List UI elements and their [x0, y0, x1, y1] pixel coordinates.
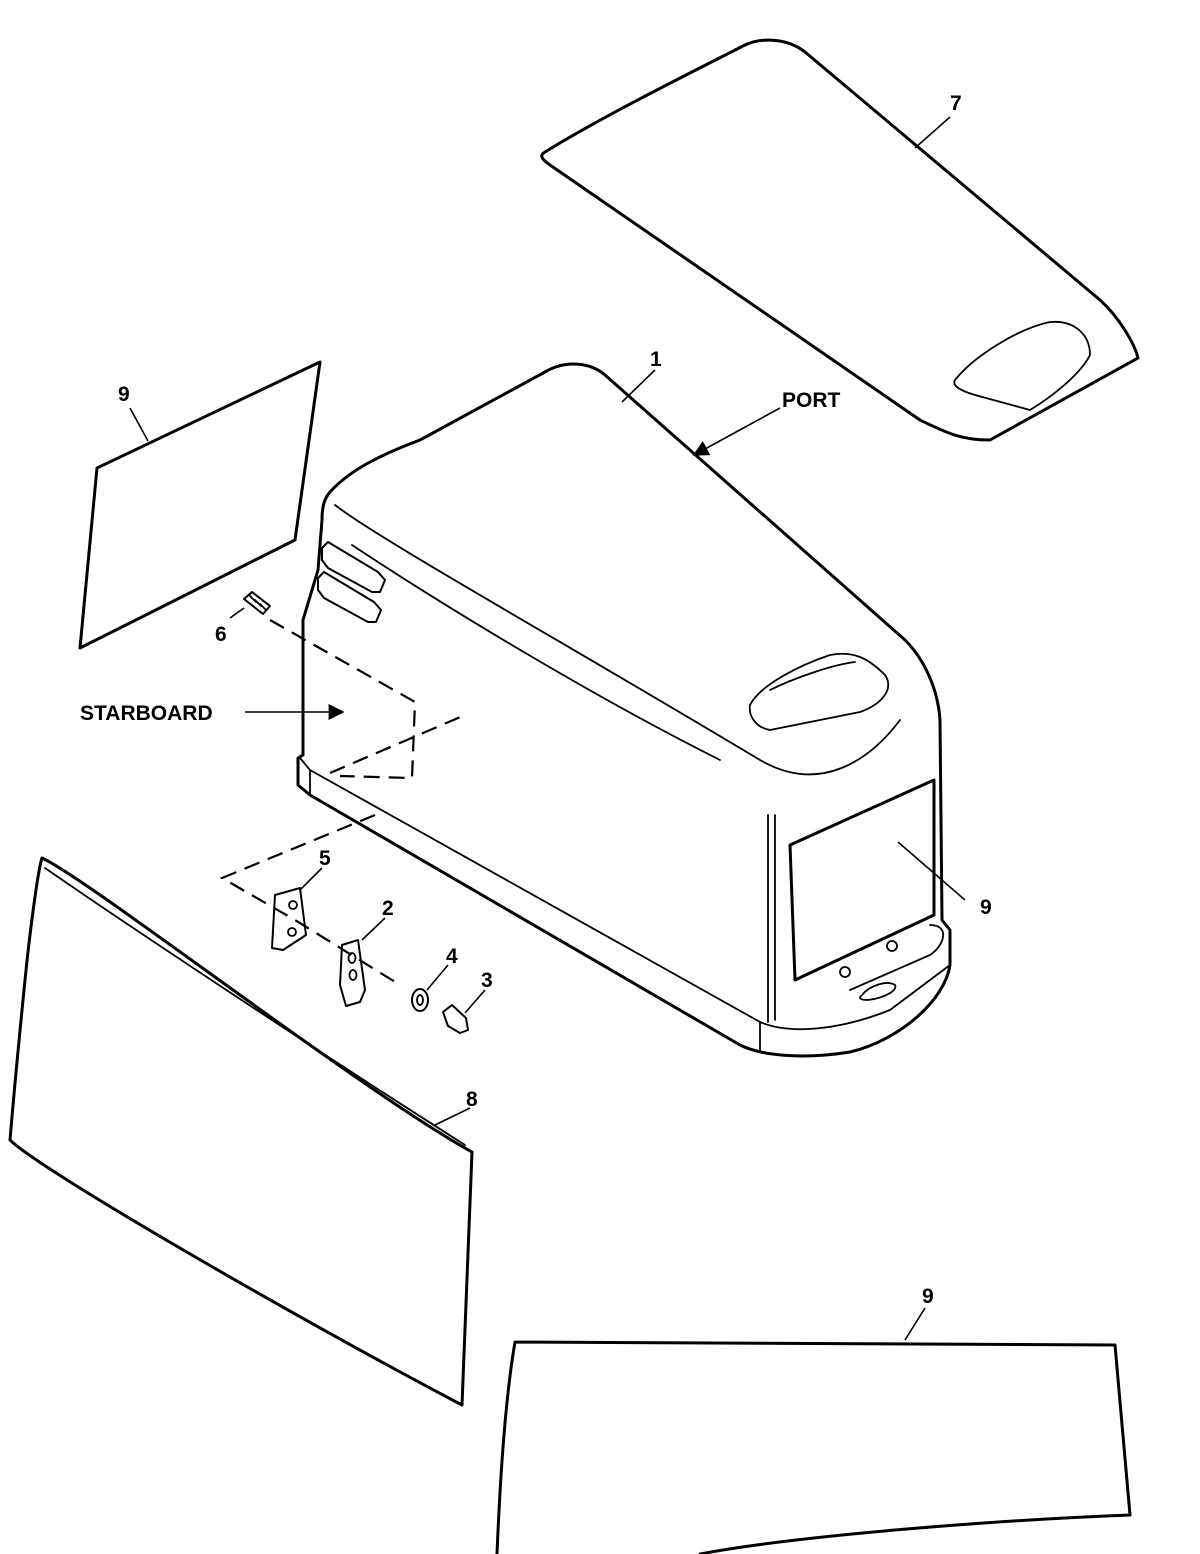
washer-part-4: [411, 988, 429, 1012]
callout-7: 7: [950, 92, 962, 115]
port-label: PORT: [782, 389, 841, 412]
starboard-label: STARBOARD: [80, 702, 213, 725]
bracket-part-5: [271, 887, 307, 951]
screw-part-6: [243, 591, 271, 615]
callout-9-upper-left: 9: [118, 383, 130, 406]
side-decal-part-8: [8, 856, 474, 1407]
top-decal-part-7: [540, 38, 1140, 442]
callout-9-right: 9: [980, 896, 992, 919]
callout-3: 3: [481, 969, 493, 992]
leader-lines: [129, 116, 966, 1341]
motor-cover-part-1: [296, 362, 952, 1058]
callout-1: 1: [650, 348, 662, 371]
callout-6: 6: [215, 623, 227, 646]
latch-part-2: [339, 939, 366, 1007]
bolt-part-3: [442, 1004, 469, 1034]
callout-4: 4: [446, 945, 458, 968]
callout-9-bottom: 9: [922, 1285, 934, 1308]
callout-2: 2: [382, 897, 394, 920]
bottom-decal-part-9: [495, 1340, 1132, 1554]
callout-8: 8: [466, 1088, 478, 1111]
upper-left-decal-part-9: [78, 360, 322, 650]
assembly-lines: [219, 619, 466, 986]
callout-5: 5: [319, 847, 331, 870]
